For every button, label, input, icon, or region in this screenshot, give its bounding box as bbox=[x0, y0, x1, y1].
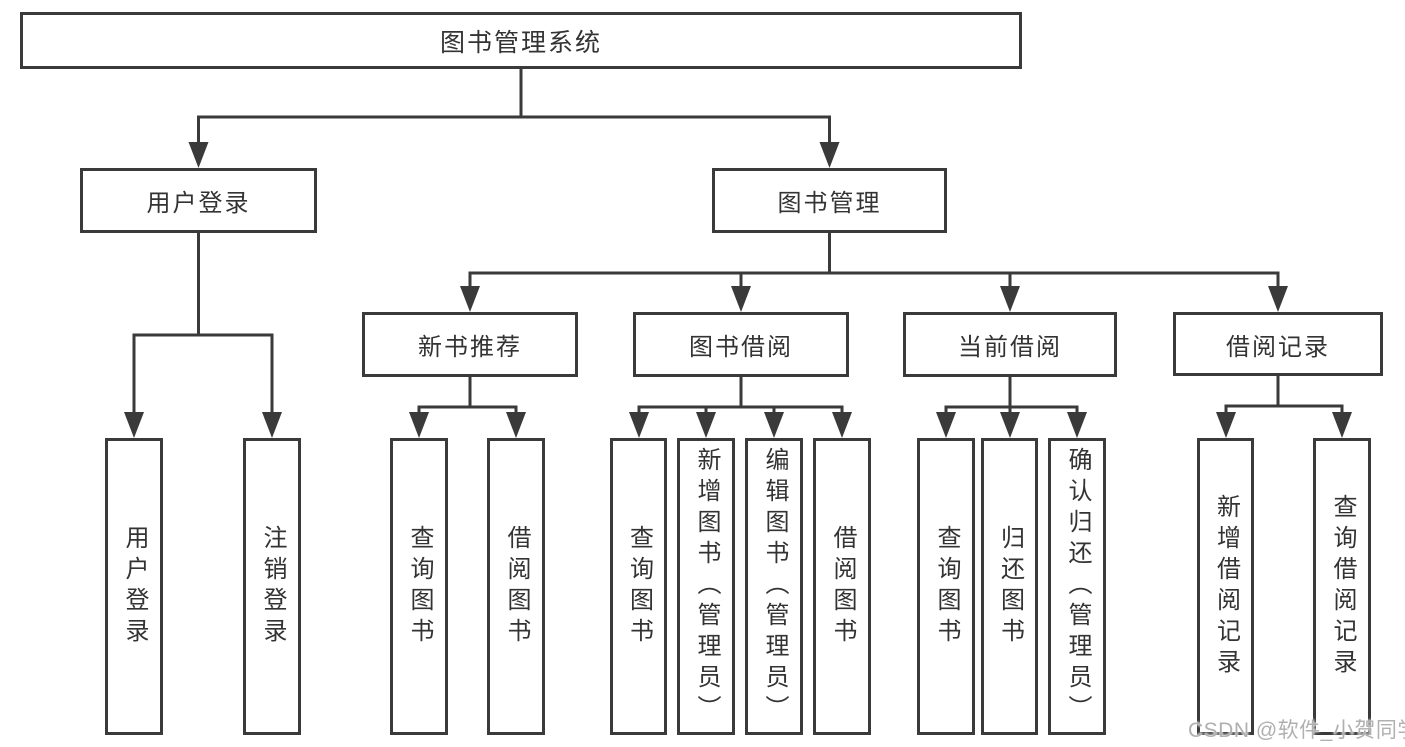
node-new-book-recommend: 新书推荐 bbox=[362, 312, 578, 377]
leaf-query-books-current: 查询图书 bbox=[917, 438, 975, 735]
node-user-login: 用户登录 bbox=[80, 168, 317, 233]
leaf-borrow-books-newbook: 借阅图书 bbox=[487, 438, 545, 735]
node-label: 确认归还（管理员） bbox=[1064, 447, 1091, 726]
leaf-add-books-admin: 新增图书（管理员） bbox=[677, 438, 735, 735]
node-label: 图书管理系统 bbox=[439, 28, 602, 57]
node-label: 用户登录 bbox=[121, 524, 148, 649]
connector-root-to-level2 bbox=[188, 68, 840, 168]
connector-user-login-children bbox=[124, 233, 282, 438]
node-label: 查询图书 bbox=[625, 524, 653, 649]
node-borrow-records: 借阅记录 bbox=[1173, 312, 1383, 376]
node-label: 归还图书 bbox=[996, 524, 1024, 649]
node-label: 图书借阅 bbox=[689, 334, 793, 361]
node-label: 查询借阅记录 bbox=[1329, 493, 1356, 680]
leaf-query-borrow-record: 查询借阅记录 bbox=[1313, 438, 1371, 735]
node-label: 图书管理 bbox=[777, 190, 882, 217]
connector-current-borrow-children bbox=[936, 377, 1087, 438]
leaf-query-books-newbook: 查询图书 bbox=[390, 438, 448, 735]
leaf-confirm-return-admin: 确认归还（管理员） bbox=[1048, 438, 1106, 735]
node-label: 新增借阅记录 bbox=[1212, 493, 1240, 680]
leaf-add-borrow-record: 新增借阅记录 bbox=[1197, 438, 1254, 735]
node-label: 借阅图书 bbox=[503, 524, 530, 649]
leaf-return-books: 归还图书 bbox=[981, 438, 1038, 735]
leaf-user-login: 用户登录 bbox=[105, 438, 163, 735]
leaf-query-books-borrow: 查询图书 bbox=[610, 438, 667, 735]
leaf-edit-books-admin: 编辑图书（管理员） bbox=[745, 438, 803, 735]
node-label: 用户登录 bbox=[146, 190, 251, 217]
node-library-system: 图书管理系统 bbox=[20, 12, 1022, 69]
leaf-logout: 注销登录 bbox=[243, 438, 301, 735]
node-label: 注销登录 bbox=[259, 524, 286, 649]
node-label: 新增图书（管理员） bbox=[693, 447, 720, 726]
node-current-borrow: 当前借阅 bbox=[903, 312, 1117, 377]
node-label: 借阅图书 bbox=[829, 524, 856, 649]
node-label: 编辑图书（管理员） bbox=[761, 447, 788, 726]
node-book-borrow: 图书借阅 bbox=[633, 312, 849, 377]
connector-book-borrow-children bbox=[629, 377, 852, 438]
node-label: 查询图书 bbox=[406, 524, 433, 649]
watermark: CSDN @软件_小贺同学 bbox=[1188, 719, 1405, 742]
connector-new-book-children bbox=[409, 377, 526, 438]
connector-book-mgmt-children bbox=[460, 233, 1288, 312]
node-label: 查询图书 bbox=[933, 524, 960, 649]
node-book-management: 图书管理 bbox=[712, 168, 947, 233]
node-label: 新书推荐 bbox=[418, 334, 522, 361]
node-label: 当前借阅 bbox=[958, 334, 1062, 361]
node-label: 借阅记录 bbox=[1226, 333, 1330, 361]
leaf-borrow-books-borrow: 借阅图书 bbox=[813, 438, 871, 735]
connector-borrow-records-children bbox=[1216, 376, 1352, 438]
